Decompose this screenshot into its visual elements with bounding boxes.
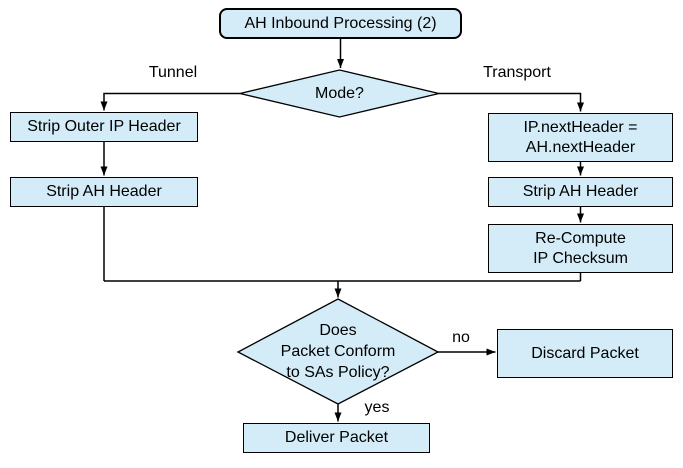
node-ip-nextheader-assign: IP.nextHeader = AH.nextHeader <box>488 113 673 162</box>
edge-mode-tunnel <box>100 92 240 111</box>
edge-label-no: no <box>452 329 470 346</box>
node-discard-packet: Discard Packet <box>497 329 673 378</box>
node-recompute-ip-checksum: Re-Compute IP Checksum <box>488 224 673 273</box>
edge-label-yes: yes <box>364 399 390 416</box>
node-strip-outer-ip-header: Strip Outer IP Header <box>10 112 198 142</box>
node-strip-ah-header-right: Strip AH Header <box>488 177 673 207</box>
edge-mode-transport <box>439 92 584 112</box>
policy-diamond-shape <box>236 298 440 405</box>
edge-label-tunnel: Tunnel <box>148 64 198 81</box>
edge-label-transport: Transport <box>483 64 551 81</box>
node-deliver-packet: Deliver Packet <box>243 423 430 453</box>
mode-diamond-label: Mode? <box>315 85 364 102</box>
mode-diamond-shape <box>239 69 440 118</box>
node-ah-inbound-processing: AH Inbound Processing (2) <box>219 8 462 39</box>
node-strip-ah-header-left: Strip AH Header <box>10 177 198 207</box>
policy-diamond-label: Does Packet Conform to SAs Policy? <box>280 322 396 381</box>
